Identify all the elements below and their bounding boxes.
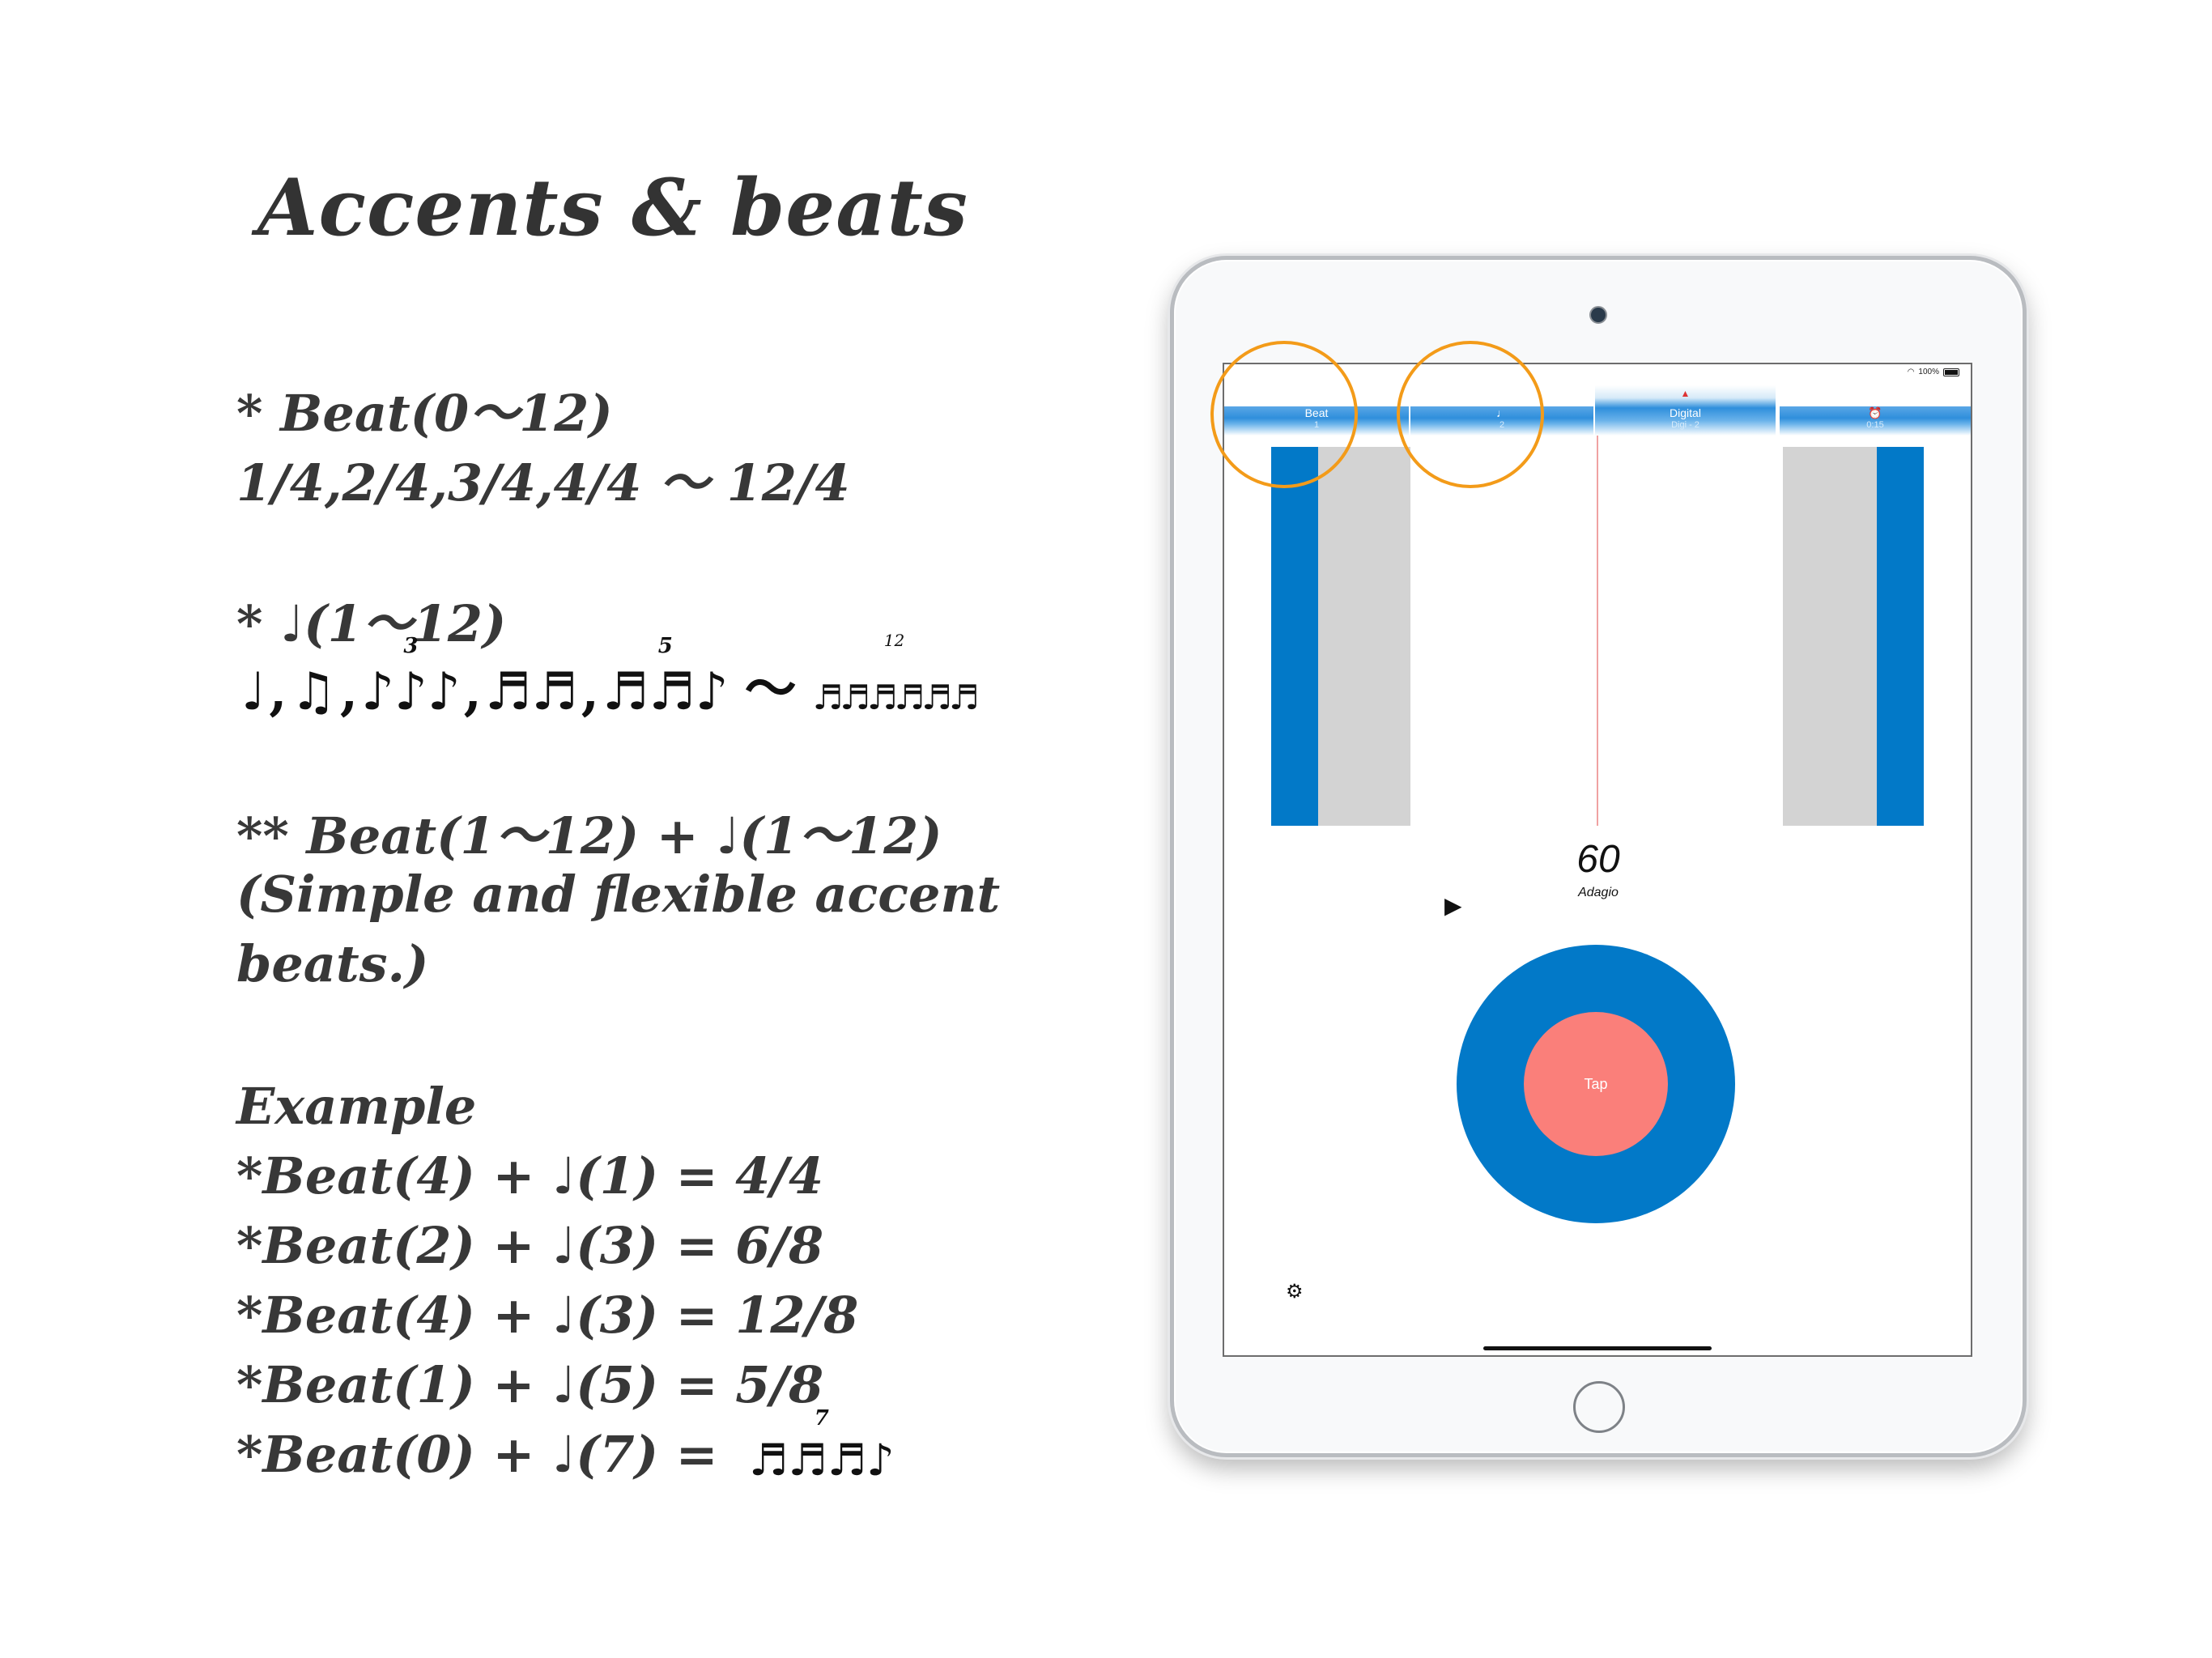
- play-icon[interactable]: ▶: [1444, 893, 1462, 918]
- triplet-notes: 3 ♪♪♪: [361, 634, 461, 722]
- home-button[interactable]: [1573, 1381, 1625, 1433]
- gear-icon[interactable]: ⚙: [1286, 1281, 1304, 1303]
- eighth-notes-icon: ♫: [290, 661, 337, 722]
- example-item: *Beat(1) + ♩(5) = 5/8: [236, 1355, 824, 1414]
- quarter-note-icon: ♩: [241, 661, 266, 722]
- note-subdivision-row: ♩ , ♫ , 3 ♪♪♪ , ♬♬ , 5 ♬♬♪ ～ 12 ♬♬♬♬♬♬: [241, 631, 980, 722]
- sixteenth-notes-icon: ♬♬: [484, 661, 578, 722]
- ipad-frame: ◠ 100% Beat 1 ♩ 2 ▲ Digital Digi - 2 ⏰ 0…: [1170, 256, 2027, 1457]
- right-beat-bar: [1783, 447, 1877, 826]
- septuplet-notes-icon: ♬♬♬♪: [749, 1434, 895, 1486]
- tab-digital-value: Digi - 2: [1671, 420, 1699, 430]
- tab-timer-value: 0:15: [1866, 420, 1884, 430]
- description-text: (Simple and flexible accent: [236, 865, 1001, 924]
- example-item: *Beat(4) + ♩(1) = 4/4: [236, 1146, 824, 1205]
- example-item: *Beat(4) + ♩(3) = 12/8: [236, 1286, 859, 1345]
- home-indicator[interactable]: [1483, 1346, 1712, 1350]
- note-range-text: * ♩(1～12): [236, 594, 507, 653]
- battery-text: 100%: [1918, 368, 1939, 376]
- tab-timer[interactable]: ⏰ 0:15: [1780, 406, 1971, 436]
- quintuplet-label: 5: [657, 634, 673, 658]
- example-item: *Beat(2) + ♩(3) = 6/8: [236, 1216, 824, 1275]
- wifi-icon: ◠: [1907, 368, 1915, 376]
- beat-highlight-circle: [1210, 341, 1358, 488]
- time-signature-range-text: 1/4,2/4,3/4,4/4 ～ 12/4: [236, 453, 850, 512]
- example-item: *Beat(0) + ♩(7) =: [236, 1425, 718, 1484]
- description-text-cont: beats.): [236, 934, 429, 993]
- metronome-icon: ▲: [1680, 388, 1691, 399]
- app-screen: ◠ 100% Beat 1 ♩ 2 ▲ Digital Digi - 2 ⏰ 0…: [1223, 363, 1972, 1357]
- left-beat-bar: [1318, 447, 1410, 826]
- camera-icon: [1589, 306, 1607, 324]
- note-highlight-circle: [1397, 341, 1544, 488]
- septuplet-notes: 7 ♬♬♬♪: [749, 1405, 895, 1486]
- explanation-panel: Accents & beats * Beat(0～12) 1/4,2/4,3/4…: [236, 162, 1001, 1486]
- quintuplet-notes-icon: ♬♬♪: [602, 661, 729, 722]
- center-indicator-line: [1597, 436, 1598, 826]
- beat-range-text: * Beat(0～12): [236, 384, 613, 443]
- septuplet-label: 7: [814, 1406, 829, 1431]
- combination-text: ** Beat(1～12) + ♩(1～12): [236, 806, 942, 865]
- tab-digital-label: Digital: [1670, 406, 1701, 419]
- tab-digital[interactable]: ▲ Digital Digi - 2: [1595, 385, 1778, 436]
- right-accent-bar: [1877, 447, 1924, 826]
- twelve-notes: 12 ♬♬♬♬♬♬: [812, 631, 980, 722]
- alarm-clock-icon: ⏰: [1868, 406, 1882, 419]
- tilde-text: ～: [744, 659, 797, 720]
- page-title: Accents & beats: [257, 162, 968, 253]
- battery-icon: [1943, 368, 1959, 376]
- tempo-name: Adagio: [1578, 886, 1619, 899]
- quintuplet-notes: 5 ♬♬♪: [602, 634, 729, 722]
- left-accent-bar: [1271, 447, 1318, 826]
- twelve-notes-icon: ♬♬♬♬♬♬: [812, 678, 980, 717]
- triplet-label: 3: [403, 634, 419, 658]
- twelve-label: 12: [883, 631, 905, 650]
- tap-button[interactable]: Tap: [1524, 1012, 1668, 1156]
- triplet-notes-icon: ♪♪♪: [361, 661, 461, 722]
- status-bar: ◠ 100%: [1908, 368, 1959, 376]
- bpm-value[interactable]: 60: [1576, 838, 1620, 881]
- example-heading: Example: [236, 1077, 477, 1136]
